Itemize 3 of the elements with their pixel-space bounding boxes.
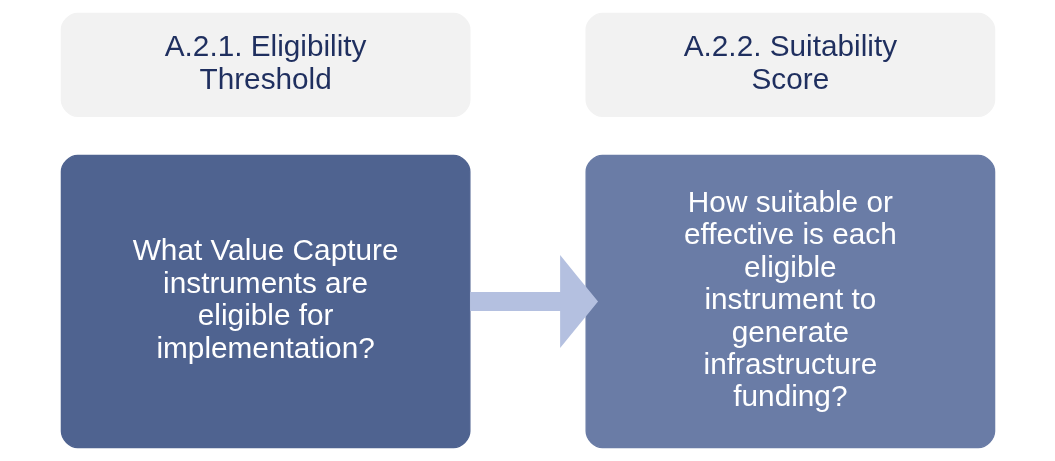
arrow	[469, 255, 598, 348]
node-box: What Value Capture instruments are eligible for implementation?	[60, 154, 471, 449]
node-box: How suitable or effective is each eligible instrument to generate infrastructure funding?	[584, 154, 995, 449]
